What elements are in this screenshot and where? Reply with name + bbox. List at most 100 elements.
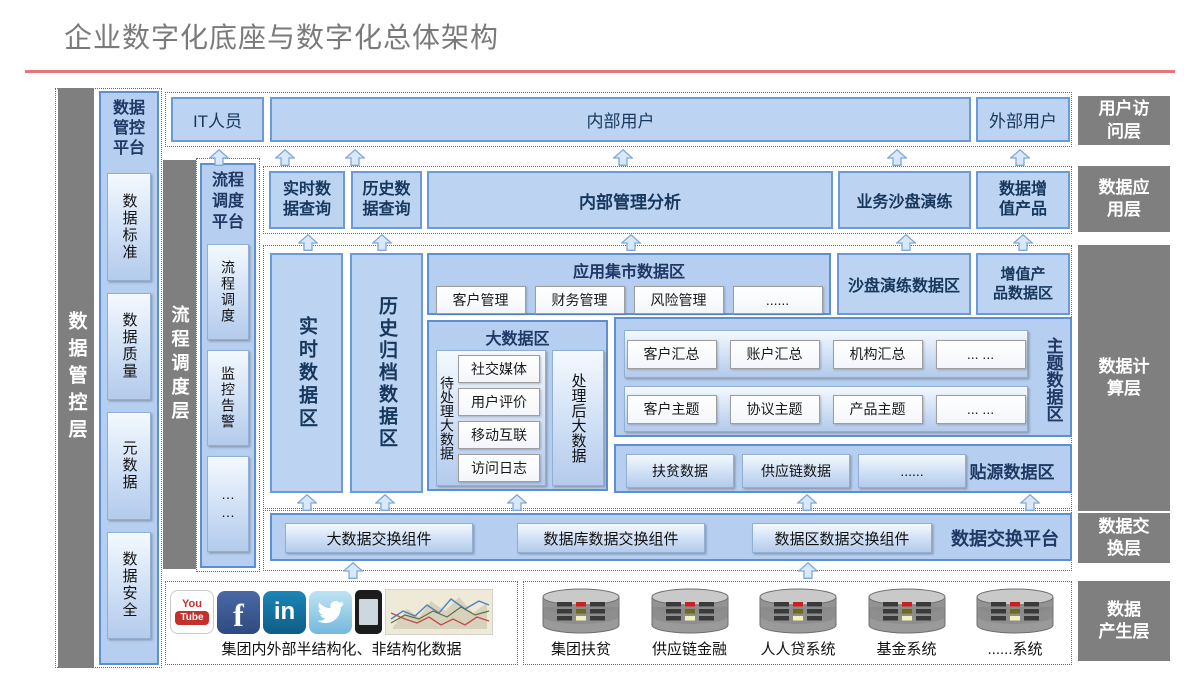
theme-summary-item: 客户汇总 bbox=[626, 339, 717, 369]
youtube-text-bottom: Tube bbox=[175, 611, 209, 625]
app-mart-item: 财务管理 bbox=[534, 286, 625, 314]
database-system-label: 基金系统 bbox=[876, 641, 937, 658]
database-system: 人人贷系统 bbox=[745, 586, 851, 659]
source-zone-item: 扶贫数据 bbox=[626, 454, 734, 488]
theme-subject-item: ... ... bbox=[935, 394, 1026, 424]
database-system-label: 人人贷系统 bbox=[760, 641, 836, 658]
database-system-label: ......系统 bbox=[987, 641, 1043, 658]
up-arrow-icon bbox=[1011, 233, 1035, 251]
user-access-frame bbox=[165, 92, 1072, 147]
bigdata-pending-items: 社交媒体 用户评价 移动互联 访问日志 bbox=[457, 354, 541, 482]
up-arrow-icon bbox=[273, 148, 297, 166]
database-system-label: 集团扶贫 bbox=[550, 641, 611, 658]
bigdata-pending-box: 待处理大数据 社交媒体 用户评价 移动互联 访问日志 bbox=[436, 350, 546, 486]
bigdata-pending-item: 用户评价 bbox=[458, 387, 540, 416]
governance-items: 数据标准 数据质量 元数据 数据安全 bbox=[101, 161, 157, 651]
up-arrow-icon bbox=[505, 493, 529, 511]
source-zone-item: ...... bbox=[858, 454, 966, 488]
linkedin-icon: in bbox=[263, 590, 306, 634]
database-cylinder-icon bbox=[651, 588, 728, 634]
bigdata-processed-box: 处理后大数据 bbox=[552, 350, 604, 486]
app-mart-item: ...... bbox=[732, 286, 823, 314]
governance-layer-bar: 数据管控层 bbox=[58, 88, 94, 668]
linkedin-glyph: in bbox=[273, 598, 296, 625]
database-system: ......系统 bbox=[962, 586, 1068, 659]
application-frame bbox=[263, 166, 1072, 234]
theme-summary-item: 机构汇总 bbox=[832, 339, 923, 369]
database-cylinder-icon bbox=[759, 588, 837, 634]
scheduling-items: 流程调度 监控告警 …… bbox=[202, 233, 254, 563]
app-mart-items: 客户管理 财务管理 风险管理 ...... bbox=[429, 286, 829, 314]
theme-summary-item: 账户汇总 bbox=[729, 339, 820, 369]
facebook-icon: f bbox=[217, 590, 260, 634]
internal-user-box: 内部用户 bbox=[270, 97, 971, 142]
realtime-zone-box: 实时数据区 bbox=[270, 253, 343, 493]
up-arrow-icon bbox=[796, 561, 820, 579]
source-zone-label: 贴源数据区 bbox=[969, 462, 1055, 482]
governance-group-frame bbox=[55, 88, 162, 668]
up-arrow-icon bbox=[894, 233, 918, 251]
bigdata-panel: 大数据区 待处理大数据 社交媒体 用户评价 移动互联 访问日志 处理后大数据 bbox=[427, 320, 608, 491]
scheduling-layer-bar: 流程调度层 bbox=[163, 160, 196, 569]
unstructured-frame bbox=[165, 581, 518, 665]
database-system: 集团扶贫 bbox=[528, 586, 634, 659]
layer-label-exchange: 数据交 换层 bbox=[1078, 513, 1170, 563]
exchange-bigdata-component: 大数据交换组件 bbox=[285, 523, 473, 553]
page-title: 企业数字化底座与数字化总体架构 bbox=[64, 22, 500, 53]
theme-subject-item: 产品主题 bbox=[832, 394, 923, 424]
theme-summary-item: ... ... bbox=[935, 339, 1026, 369]
up-arrow-icon bbox=[1018, 493, 1042, 511]
up-arrow-icon bbox=[885, 148, 909, 166]
up-arrow-icon bbox=[370, 233, 394, 251]
source-zone-item: 供应链数据 bbox=[742, 454, 850, 488]
twitter-icon bbox=[309, 590, 352, 634]
up-arrow-icon bbox=[207, 148, 231, 166]
governance-platform-title: 数据管控平台 bbox=[112, 100, 145, 157]
app-mart-item: 客户管理 bbox=[435, 286, 526, 314]
exchange-platform-label: 数据交换平台 bbox=[951, 529, 1059, 549]
governance-platform-panel: 数据管控平台 数据标准 数据质量 元数据 数据安全 bbox=[99, 91, 159, 665]
layer-label-user-access: 用户访 问层 bbox=[1078, 96, 1170, 145]
bigdata-pending-item: 移动互联 bbox=[458, 420, 540, 449]
layer-label-production: 数据 产生层 bbox=[1078, 581, 1170, 661]
sandbox-drill-box: 业务沙盘演练 bbox=[838, 171, 971, 229]
theme-subject-item: 协议主题 bbox=[729, 394, 820, 424]
governance-item: 数据安全 bbox=[107, 531, 151, 639]
theme-subject-row: 客户主题 协议主题 产品主题 ... ... bbox=[624, 386, 1028, 432]
youtube-text-top: You bbox=[182, 598, 202, 610]
database-system-label: 供应链金融 bbox=[651, 641, 727, 658]
stock-chart-icon bbox=[385, 589, 493, 635]
databases-frame bbox=[523, 581, 1072, 665]
database-cylinder-icon bbox=[868, 588, 945, 634]
up-arrow-icon bbox=[619, 233, 643, 251]
archive-zone-box: 历史归档数据区 bbox=[350, 253, 423, 493]
exchange-database-component: 数据库数据交换组件 bbox=[517, 523, 705, 553]
app-mart-item: 风险管理 bbox=[633, 286, 724, 314]
governance-item: 元数据 bbox=[107, 412, 151, 520]
exchange-zone-component: 数据区数据交换组件 bbox=[752, 523, 932, 553]
governance-item: 数据质量 bbox=[107, 292, 151, 400]
scheduling-platform-panel: 流程调度平台 流程调度 监控告警 …… bbox=[200, 163, 256, 568]
database-system: 供应链金融 bbox=[637, 586, 743, 659]
database-cylinder-icon bbox=[976, 588, 1054, 634]
value-product-box: 数据增 值产品 bbox=[976, 171, 1070, 229]
scheduling-platform-title: 流程调度平台 bbox=[211, 172, 244, 231]
up-arrow-icon bbox=[1008, 148, 1032, 166]
database-system: 基金系统 bbox=[854, 586, 960, 659]
app-mart-panel: 应用集市数据区 客户管理 财务管理 风险管理 ...... bbox=[427, 253, 831, 315]
up-arrow-icon bbox=[343, 148, 367, 166]
database-systems: 集团扶贫 供应链金融 bbox=[528, 586, 1068, 659]
source-zone-items: 扶贫数据 供应链数据 ...... bbox=[626, 454, 966, 488]
sandbox-zone-box: 沙盘演练数据区 bbox=[837, 253, 971, 315]
bigdata-pending-label: 待处理大数据 bbox=[439, 376, 455, 460]
scheduling-item: 流程调度 bbox=[207, 244, 249, 341]
theme-summary-row: 客户汇总 账户汇总 机构汇总 ... ... bbox=[624, 330, 1028, 378]
scheduling-item: …… bbox=[207, 456, 249, 553]
exchange-platform-panel: 大数据交换组件 数据库数据交换组件 数据区数据交换组件 数据交换平台 bbox=[270, 513, 1072, 561]
theme-subject-item: 客户主题 bbox=[626, 394, 717, 424]
facebook-glyph: f bbox=[233, 596, 244, 633]
governance-item: 数据标准 bbox=[107, 173, 151, 281]
up-arrow-icon bbox=[373, 493, 397, 511]
unstructured-sources: You Tube f in bbox=[170, 589, 514, 635]
